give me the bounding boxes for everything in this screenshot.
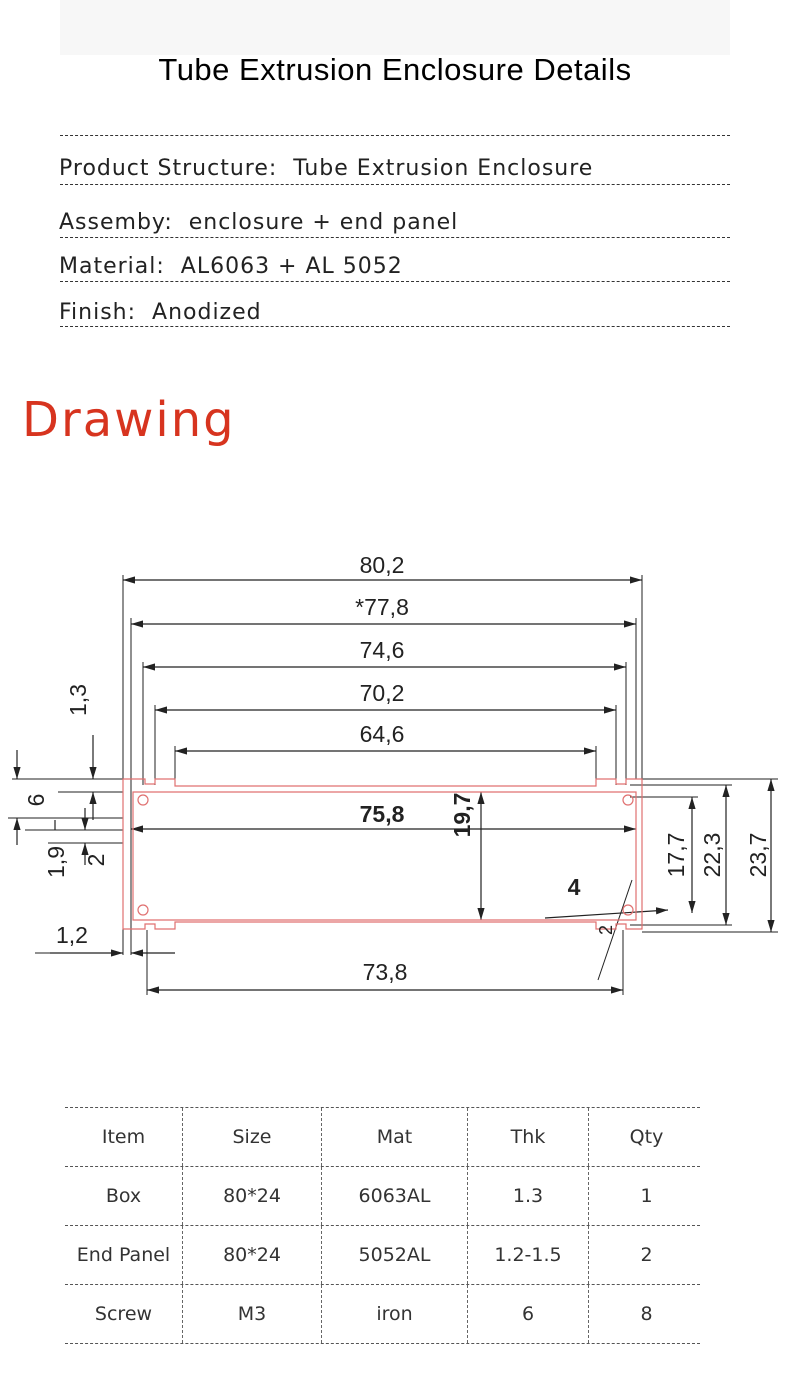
dimension-lines <box>13 576 775 994</box>
dim-70-2: 70,2 <box>360 680 405 706</box>
enclosure-profile <box>122 778 643 930</box>
dim-1-2: 1,2 <box>56 922 88 948</box>
header-thk: Thk <box>468 1108 589 1166</box>
dim-64-6: 64,6 <box>360 721 405 747</box>
cell-mat: 5052AL <box>322 1226 468 1284</box>
dim-74-6: 74,6 <box>360 637 405 663</box>
page-title: Tube Extrusion Enclosure Details <box>158 52 632 87</box>
cell-item: Box <box>65 1167 183 1225</box>
cell-size: M3 <box>183 1285 322 1343</box>
dimension-labels: 80,2 *77,8 74,6 70,2 64,6 75,8 73,8 1,2 … <box>23 552 771 985</box>
dim-1-3: 1,3 <box>65 684 91 716</box>
dim-17-7: 17,7 <box>663 833 689 878</box>
dim-2: 2 <box>83 854 109 867</box>
dim-22-3: 22,3 <box>699 833 725 878</box>
header-item: Item <box>65 1108 183 1166</box>
dim-73-8: 73,8 <box>363 959 408 985</box>
spec-material: Material: AL6063 + AL 5052 <box>59 254 403 279</box>
header-size: Size <box>183 1108 322 1166</box>
dim-4: 4 <box>568 874 581 900</box>
cell-size: 80*24 <box>183 1167 322 1225</box>
cell-qty: 1 <box>640 1185 653 1207</box>
cell-mat: iron <box>322 1285 468 1343</box>
cell-thk: 6 <box>468 1285 589 1343</box>
divider <box>60 135 730 136</box>
header-mat: Mat <box>322 1108 468 1166</box>
table-row: Screw M3 iron 6 8 <box>65 1285 700 1344</box>
cell-thk: 1.3 <box>468 1167 589 1225</box>
spec-table: Item Size Mat Thk Qty Box 80*24 6063AL 1… <box>65 1107 700 1344</box>
cell-size: 80*24 <box>183 1226 322 1284</box>
dim-2-corner: 2 <box>596 925 616 935</box>
header-band <box>60 0 730 55</box>
cell-item: Screw <box>65 1285 183 1343</box>
divider <box>60 184 730 185</box>
cell-mat: 6063AL <box>322 1167 468 1225</box>
cell-qty: 8 <box>640 1303 653 1325</box>
divider <box>60 237 730 238</box>
table-row: Box 80*24 6063AL 1.3 1 <box>65 1167 700 1226</box>
cell-item: End Panel <box>65 1226 183 1284</box>
cell-qty: 2 <box>640 1244 653 1266</box>
dim-75-8: 75,8 <box>360 801 405 827</box>
spec-product-structure: Product Structure: Tube Extrusion Enclos… <box>59 156 594 181</box>
dim-77-8: *77,8 <box>355 594 409 620</box>
dim-80-2: 80,2 <box>360 552 405 578</box>
enclosure-drawing: 80,2 *77,8 74,6 70,2 64,6 75,8 73,8 1,2 … <box>8 552 778 995</box>
spec-finish: Finish: Anodized <box>59 300 262 325</box>
drawing-heading: Drawing <box>22 392 236 448</box>
dim-1-9: 1,9 <box>43 846 69 878</box>
dim-6: 6 <box>23 794 49 807</box>
table-header-row: Item Size Mat Thk Qty <box>65 1107 700 1167</box>
dim-19-7: 19,7 <box>449 793 475 838</box>
divider <box>60 326 730 327</box>
table-row: End Panel 80*24 5052AL 1.2-1.5 2 <box>65 1226 700 1285</box>
dim-23-7: 23,7 <box>745 833 771 878</box>
spec-assembly: Assemby: enclosure + end panel <box>59 210 459 235</box>
cell-thk: 1.2-1.5 <box>468 1226 589 1284</box>
header-qty: Qty <box>629 1126 664 1148</box>
divider <box>60 281 730 282</box>
